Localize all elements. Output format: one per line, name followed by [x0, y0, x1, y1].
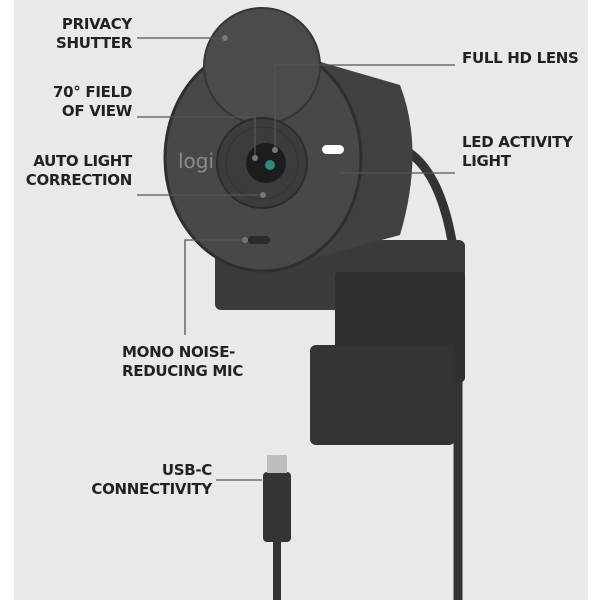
callout-full-hd-lens: FULL HD LENS [462, 49, 579, 67]
privacy-shutter[interactable] [203, 7, 321, 125]
callout-led-light: LED ACTIVITY LIGHT [462, 133, 573, 170]
callout-usb-c: USB-C CONNECTIVITY [91, 461, 212, 498]
callout-mic: MONO NOISE- REDUCING MIC [122, 343, 244, 380]
microphone [248, 236, 270, 244]
led-light [322, 145, 344, 154]
callout-auto-light: AUTO LIGHT CORRECTION [25, 152, 133, 189]
lens-glass [265, 160, 275, 170]
usb-c-tip [267, 455, 287, 473]
usb-c-connector [263, 472, 291, 542]
callout-privacy-shutter: PRIVACY SHUTTER [55, 15, 132, 52]
mount-clip [310, 345, 455, 445]
callout-field-of-view: 70° FIELD OF VIEW [53, 83, 132, 120]
callout-lines [137, 37, 455, 481]
logi-logo: logi [178, 149, 214, 173]
